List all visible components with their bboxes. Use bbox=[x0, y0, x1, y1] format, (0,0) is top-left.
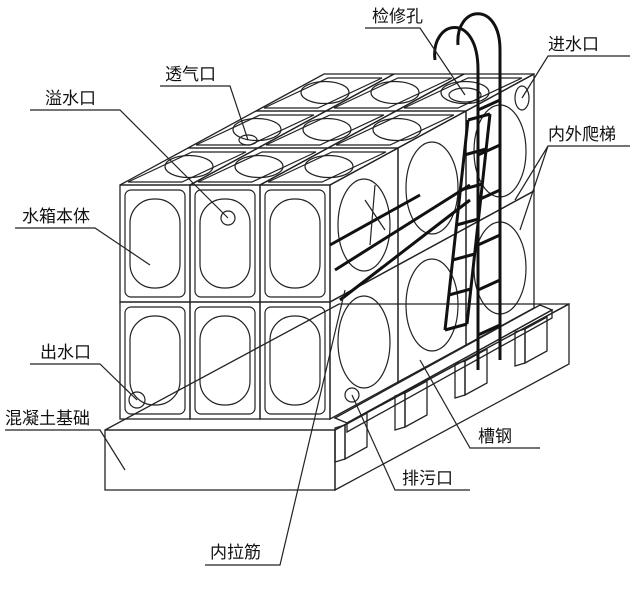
leader-inner-tie-bar bbox=[205, 289, 346, 566]
channel-steel-face bbox=[394, 392, 406, 431]
base-side bbox=[334, 302, 570, 492]
overflow-fitting bbox=[220, 210, 236, 226]
drain-fitting bbox=[344, 387, 360, 403]
label-concrete-base: 混凝土基础 bbox=[5, 409, 90, 429]
label-vent: 透气口 bbox=[165, 65, 216, 85]
top-panel-rim bbox=[335, 114, 455, 146]
ladder-rung bbox=[463, 147, 487, 157]
tie-bar-brace bbox=[364, 184, 386, 246]
top-panel-rim bbox=[267, 151, 387, 183]
side-panel-circle bbox=[337, 178, 391, 272]
front-panel-rim bbox=[194, 189, 256, 298]
channel-steel-face bbox=[454, 360, 466, 399]
side-panel bbox=[465, 189, 535, 347]
top-panel-rim bbox=[127, 151, 247, 183]
top-panel-circle bbox=[234, 154, 284, 179]
front-panel-circle bbox=[199, 315, 251, 406]
ladders-and-pipes bbox=[329, 12, 502, 370]
leader-outlet bbox=[30, 363, 138, 401]
front-panel bbox=[259, 301, 331, 420]
leader-overflow bbox=[30, 109, 229, 219]
label-inspection-hole: 检修孔 bbox=[372, 7, 423, 27]
top-panel-rim bbox=[195, 114, 315, 146]
front-panel-circle bbox=[269, 315, 321, 406]
inlet-fitting bbox=[514, 85, 530, 111]
channel-steel bbox=[404, 379, 428, 429]
outer-ladder-rung bbox=[477, 143, 501, 157]
top-panel-rim bbox=[265, 114, 385, 146]
inner-tie-bar bbox=[329, 183, 471, 302]
top-panel-circle bbox=[300, 80, 350, 105]
leader-concrete-base bbox=[5, 429, 126, 471]
outer-ladder-rung bbox=[477, 98, 501, 112]
front-panel-rim bbox=[194, 306, 256, 415]
label-tank-body: 水箱本体 bbox=[22, 207, 90, 227]
front-panel-rim bbox=[264, 189, 326, 298]
ladder-rung bbox=[452, 252, 476, 262]
outlet-fitting bbox=[128, 391, 146, 409]
leader-channel-steel bbox=[419, 359, 540, 449]
vent-fitting bbox=[238, 134, 258, 146]
side-panel-circle bbox=[337, 295, 391, 389]
top-panel-rim bbox=[403, 77, 523, 109]
label-inner-tie-bar: 内拉筋 bbox=[210, 543, 261, 563]
ladder-rung bbox=[448, 287, 472, 297]
channel-steel bbox=[524, 315, 548, 365]
leader-lines bbox=[5, 27, 630, 566]
front-panel-rim bbox=[264, 306, 326, 415]
top-panel-circle bbox=[164, 154, 214, 179]
channel-steel-face bbox=[334, 424, 346, 463]
front-panel-circle bbox=[199, 198, 251, 289]
inspection-hole bbox=[448, 87, 482, 103]
label-ladder: 内外爬梯 bbox=[548, 125, 616, 145]
top-panel-circle bbox=[370, 80, 420, 105]
top-panel-rim bbox=[333, 77, 453, 109]
label-outlet: 出水口 bbox=[40, 343, 91, 363]
label-overflow: 溢水口 bbox=[45, 89, 96, 109]
channel-steel-rail-face bbox=[346, 308, 553, 434]
ladder-rung bbox=[456, 217, 479, 227]
top-panel-rim bbox=[197, 151, 317, 183]
leader-inspection-hole bbox=[365, 27, 466, 96]
label-inlet: 进水口 bbox=[548, 35, 599, 55]
outer-ladder-rung bbox=[477, 233, 501, 247]
inner-ladder-handrail bbox=[456, 12, 502, 360]
leader-drain bbox=[351, 394, 470, 491]
front-panel-circle bbox=[269, 198, 321, 289]
outer-ladder-rung bbox=[477, 188, 501, 202]
side-panel-circle bbox=[405, 258, 459, 352]
side-panel bbox=[397, 226, 467, 384]
top-panel-rim bbox=[263, 77, 383, 109]
leader-ladder bbox=[514, 145, 630, 231]
front-panel-circle bbox=[129, 198, 181, 289]
side-panel-circle bbox=[405, 141, 459, 235]
outer-ladder-handrail bbox=[433, 26, 480, 370]
front-panel-circle bbox=[129, 315, 181, 406]
ladder-rung bbox=[444, 322, 468, 332]
side-panel bbox=[329, 263, 399, 421]
front-panel-rim bbox=[124, 306, 186, 415]
label-channel-steel: 槽钢 bbox=[478, 427, 512, 447]
concrete-base bbox=[104, 302, 570, 492]
front-panel-rim bbox=[124, 189, 186, 298]
leader-inlet bbox=[521, 55, 630, 99]
outer-ladder-rung bbox=[477, 323, 501, 337]
outer-ladder-rung bbox=[477, 278, 501, 292]
top-panel bbox=[395, 73, 535, 112]
leader-tank-body bbox=[15, 227, 151, 266]
base-front bbox=[104, 429, 336, 491]
top-panel-circle bbox=[440, 80, 490, 105]
label-drain: 排污口 bbox=[402, 469, 453, 489]
channel-steel-face bbox=[514, 328, 526, 367]
top-panel-circle bbox=[372, 117, 422, 142]
leader-vent bbox=[160, 85, 249, 141]
top-panel-circle bbox=[304, 154, 354, 179]
top-panel-circle bbox=[302, 117, 352, 142]
channel-steel-beams bbox=[333, 304, 554, 463]
